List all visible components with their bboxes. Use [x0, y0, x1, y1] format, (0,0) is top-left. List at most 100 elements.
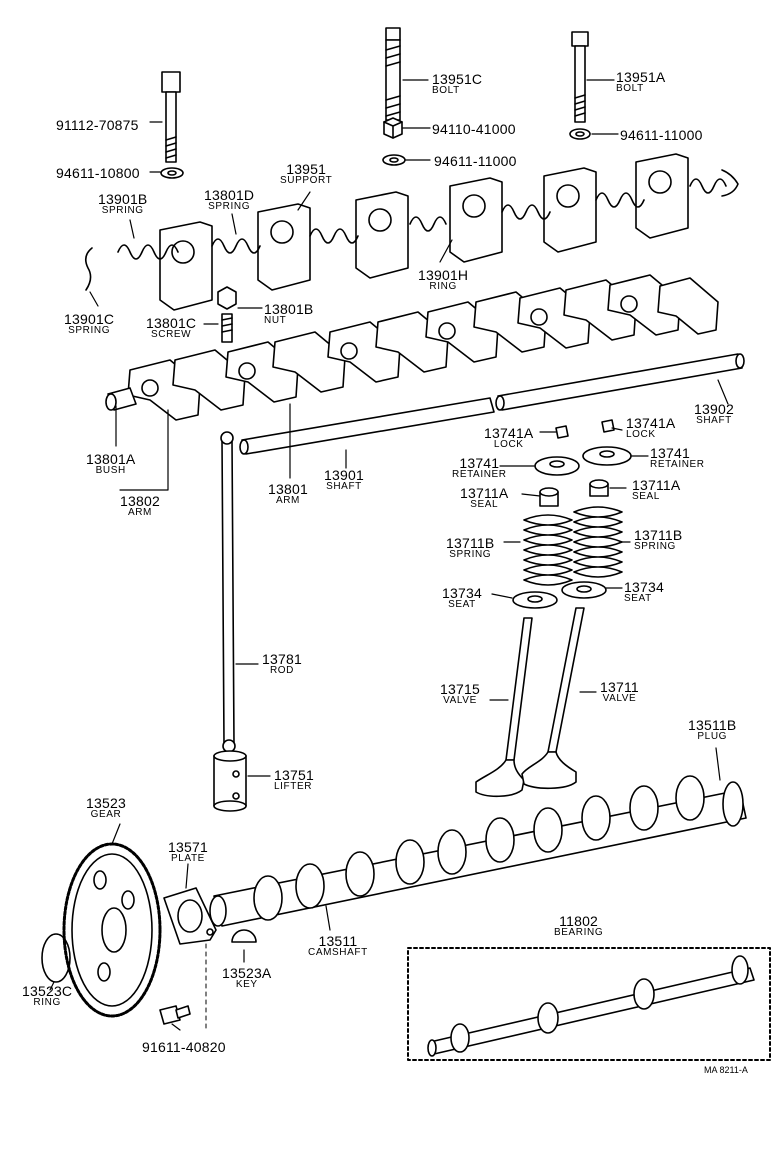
lifter-drawing: [213, 750, 247, 812]
part-number: 13711A: [632, 477, 681, 493]
part-name: RING: [429, 281, 457, 292]
part-number: 13711B: [446, 535, 495, 551]
part-number: 94611-11000: [620, 127, 703, 143]
part-number: 13711: [600, 679, 639, 695]
part-number: 13711B: [634, 527, 683, 543]
part-number: 13711A: [460, 485, 509, 501]
bolt-13951a-drawing: [569, 31, 591, 140]
part-name: SCREW: [151, 329, 192, 340]
part-name: SEAL: [632, 491, 660, 502]
part-name: SPRING: [208, 201, 251, 212]
key-13523a-drawing: [231, 929, 257, 943]
part-name: SUPPORT: [280, 175, 333, 186]
part-number: 13901C: [64, 311, 115, 327]
push-rod-drawing: [220, 431, 236, 753]
part-name: ARM: [127, 507, 152, 518]
spring-seats-drawing: [512, 581, 607, 609]
part-name: SHAFT: [326, 481, 362, 492]
part-name: LOCK: [626, 429, 656, 440]
part-number: 13571: [168, 839, 208, 855]
part-label-91112-70875: 91112-70875: [56, 118, 139, 132]
part-name: SPRING: [634, 541, 676, 552]
valves-drawing: [475, 607, 585, 798]
part-name: PLUG: [697, 731, 728, 742]
part-number: 13802: [120, 493, 160, 509]
part-name: RETAINER: [650, 459, 705, 470]
part-number: 91611-40820: [142, 1039, 226, 1055]
part-name: LIFTER: [274, 781, 313, 792]
part-number: 13781: [262, 651, 302, 667]
part-name: BEARING: [554, 927, 604, 938]
part-name: SEAT: [448, 599, 476, 610]
part-number: 13715: [440, 681, 480, 697]
bolt-91112-drawing: [160, 71, 184, 179]
part-number: 13801C: [146, 315, 197, 331]
part-label-94611-11000-right: 94611-11000: [620, 128, 703, 142]
part-name: KEY: [235, 979, 258, 990]
bolt-91611-drawing: [159, 1005, 191, 1025]
bush-13801a-drawing: [105, 387, 137, 411]
part-number: 13511: [318, 933, 358, 949]
part-number: 13741: [650, 445, 690, 461]
part-name: GEAR: [90, 809, 122, 820]
valve-springs-drawing: [523, 506, 623, 586]
part-number: 94110-41000: [432, 121, 516, 137]
retainers-drawing: [534, 446, 632, 476]
part-name: VALVE: [602, 693, 637, 704]
part-number: 13511B: [688, 717, 737, 733]
part-number: 13801A: [86, 451, 136, 467]
part-name: BOLT: [432, 85, 460, 96]
part-label-91611-40820: 91611-40820: [142, 1040, 226, 1054]
part-number: 13734: [442, 585, 482, 601]
part-number: 94611-11000: [434, 153, 517, 169]
part-number: 13951: [286, 161, 327, 177]
part-label-94110-41000: 94110-41000: [432, 122, 516, 136]
part-name: SHAFT: [696, 415, 732, 426]
part-name: CAMSHAFT: [308, 947, 368, 958]
washer-94611-11000-left-drawing: [382, 154, 406, 166]
part-name: SEAT: [624, 593, 652, 604]
part-number: 13951C: [432, 71, 483, 87]
part-name: SPRING: [101, 205, 144, 216]
part-name: SPRING: [449, 549, 492, 560]
part-label-94611-10800: 94611-10800: [56, 166, 140, 180]
part-name: SPRING: [68, 325, 111, 336]
valve-locks-drawing: [555, 419, 615, 439]
part-number: 13734: [624, 579, 664, 595]
part-number: 13901B: [98, 191, 148, 207]
leader-lines: [49, 79, 729, 1031]
part-number: 13523: [86, 795, 126, 811]
part-number: 13741A: [626, 415, 676, 431]
part-name: SEAL: [470, 499, 499, 510]
timing-gear-drawing: [62, 842, 162, 1018]
part-number: 13751: [274, 767, 314, 783]
part-number: 13523A: [222, 965, 272, 981]
